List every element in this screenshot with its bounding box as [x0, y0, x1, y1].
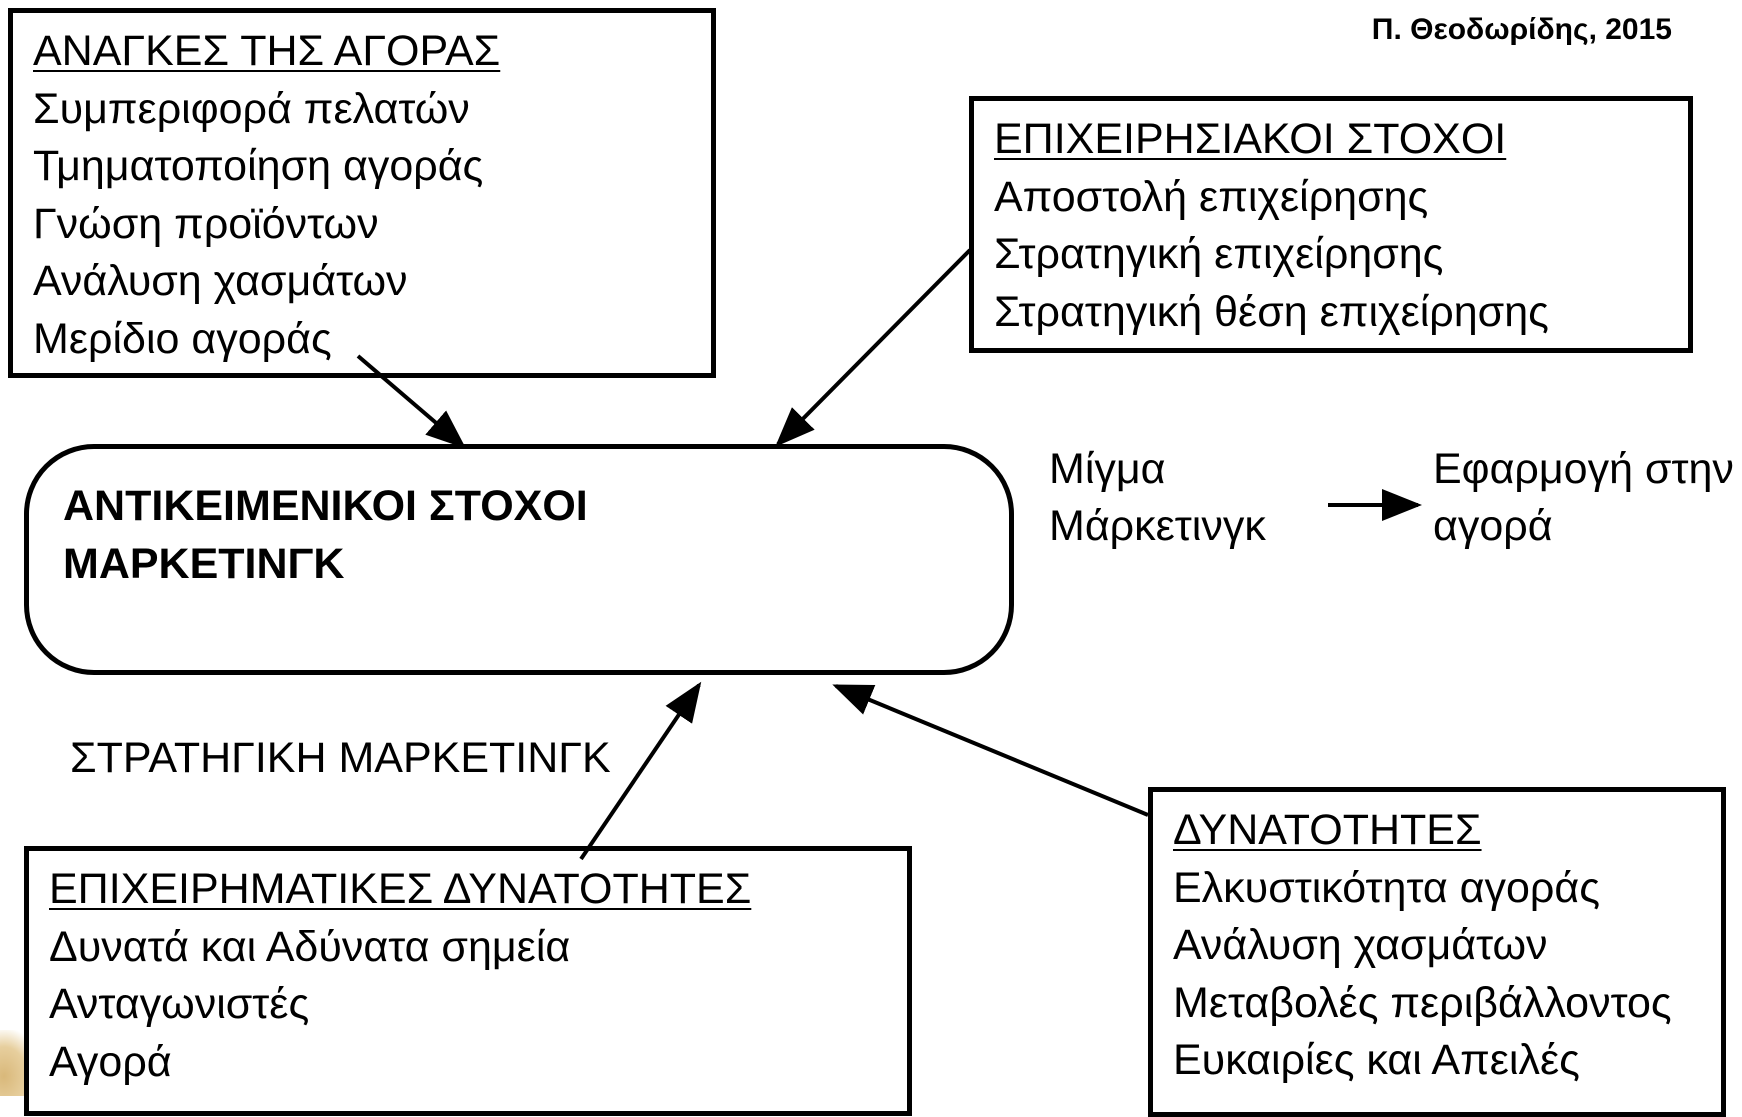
capabilities-item: Ελκυστικότητα αγοράς — [1173, 863, 1600, 912]
author-credit: Π. Θεοδωρίδης, 2015 — [1371, 13, 1672, 46]
business-capabilities-item: Ανταγωνιστές — [49, 980, 310, 1028]
business-goals-item: Στρατηγική επιχείρησης — [994, 230, 1444, 278]
capabilities-item: Ευκαιρίες και Απειλές — [1173, 1036, 1580, 1084]
marketing-objectives-line: ΑΝΤΙΚΕΙΜΕΝΙΚΟΙ ΣΤΟΧΟΙ — [63, 482, 588, 530]
market-needs-item: Συμπεριφορά πελατών — [33, 84, 470, 133]
business-goals-heading: ΕΠΙΧΕΙΡΗΣΙΑΚΟΙ ΣΤΟΧΟΙ — [994, 115, 1507, 163]
market-needs-heading: ΑΝΑΓΚΕΣ ΤΗΣ ΑΓΟΡΑΣ — [33, 27, 501, 75]
market-needs-item: Τμηματοποίηση αγοράς — [33, 142, 484, 190]
arrow-capabilities-to-objectives — [832, 684, 1149, 817]
market-needs-item: Γνώση προϊόντων — [33, 199, 379, 248]
marketing-objectives-line: ΜΑΡΚΕΤΙΝΓΚ — [63, 540, 345, 588]
capabilities-item: Μεταβολές περιβάλλοντος — [1173, 978, 1672, 1027]
market-application-line: Εφαρμογή στην — [1433, 445, 1734, 493]
business-goals-item: Αποστολή επιχείρησης — [994, 172, 1429, 221]
market-needs-item: Μερίδιο αγοράς — [33, 314, 332, 363]
market-needs-item: Ανάλυση χασμάτων — [33, 257, 408, 305]
arrow-market-needs-to-objectives — [356, 354, 467, 449]
market-application-line: αγορά — [1433, 502, 1553, 550]
marketing-mix-line: Μίγμα — [1049, 445, 1166, 493]
business-capabilities-box: ΕΠΙΧΕΙΡΗΜΑΤΙΚΕΣ ΔΥΝΑΤΟΤΗΤΕΣ Δυνατά και Α… — [24, 846, 912, 1116]
business-capabilities-item: Δυνατά και Αδύνατα σημεία — [49, 922, 571, 971]
business-goals-box: ΕΠΙΧΕΙΡΗΣΙΑΚΟΙ ΣΤΟΧΟΙ Αποστολή επιχείρησ… — [969, 96, 1693, 353]
arrow-business-capabilities-to-objectives — [579, 681, 702, 861]
strategic-marketing-label: ΣΤΡΑΤΗΓΙΚΗ ΜΑΡΚΕΤΙΝΓΚ — [70, 734, 611, 782]
marketing-mix-line: Μάρκετινγκ — [1049, 502, 1266, 550]
business-goals-item: Στρατηγική θέση επιχείρησης — [994, 287, 1549, 336]
capabilities-heading: ΔΥΝΑΤΟΤΗΤΕΣ — [1173, 806, 1482, 854]
arrow-business-goals-to-objectives — [775, 248, 972, 447]
capabilities-item: Ανάλυση χασμάτων — [1173, 921, 1548, 969]
business-capabilities-heading: ΕΠΙΧΕΙΡΗΜΑΤΙΚΕΣ ΔΥΝΑΤΟΤΗΤΕΣ — [49, 865, 752, 913]
marketing-objectives-node: ΑΝΤΙΚΕΙΜΕΝΙΚΟΙ ΣΤΟΧΟΙ ΜΑΡΚΕΤΙΝΓΚ — [24, 444, 1014, 675]
marketing-mix-label: Μίγμα Μάρκετινγκ — [1049, 441, 1266, 555]
market-application-label: Εφαρμογή στην αγορά — [1433, 441, 1734, 555]
market-needs-box: ΑΝΑΓΚΕΣ ΤΗΣ ΑΓΟΡΑΣ Συμπεριφορά πελατών Τ… — [8, 8, 716, 378]
business-capabilities-item: Αγορά — [49, 1037, 172, 1086]
capabilities-box: ΔΥΝΑΤΟΤΗΤΕΣ Ελκυστικότητα αγοράς Ανάλυση… — [1148, 787, 1726, 1117]
